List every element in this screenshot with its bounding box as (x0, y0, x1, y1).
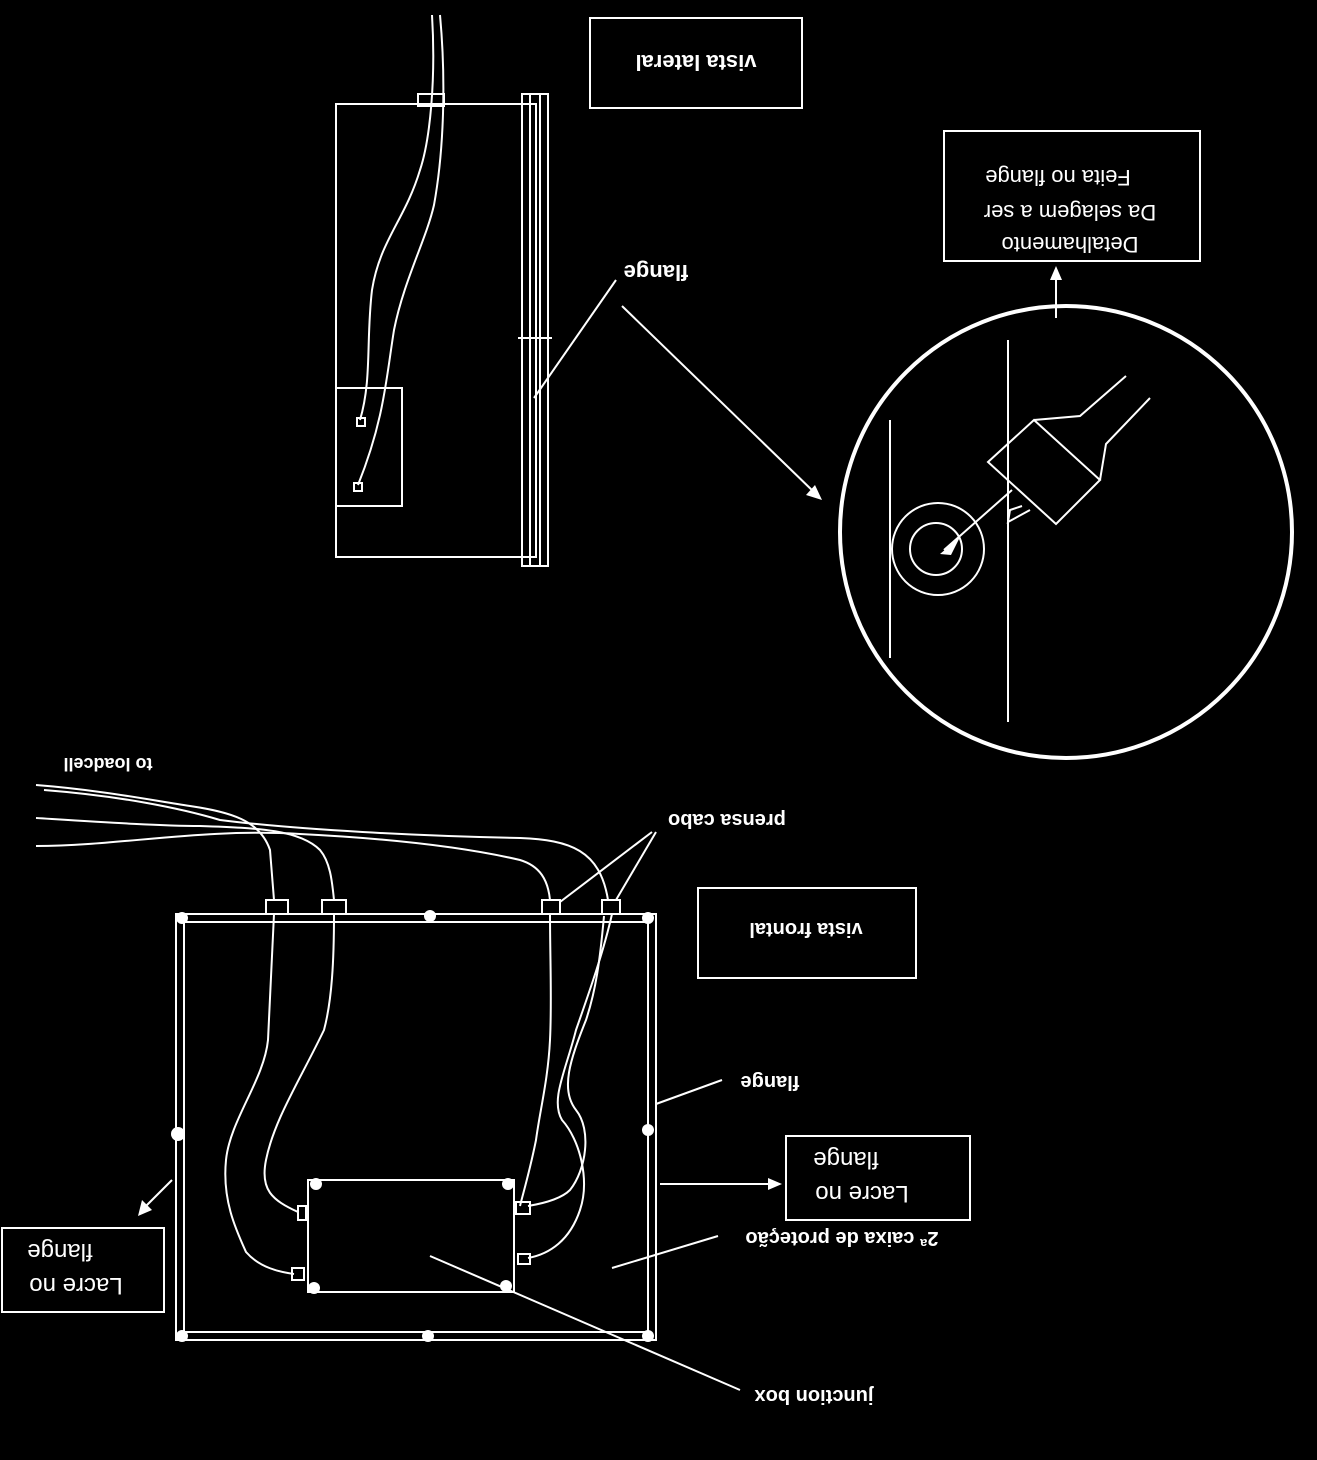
to-loadcell-label: to loadcell (63, 754, 152, 774)
side-flange (518, 93, 552, 567)
side-cable-2 (357, 14, 445, 486)
detail-arrowhead (806, 485, 822, 500)
flange-front-label: flange (741, 1071, 800, 1093)
detail-line-2: Da selagem a ser (984, 200, 1156, 225)
protection-box (171, 910, 657, 1342)
detail-seal-inner (909, 522, 963, 576)
vista-frontal-label: vista frontal (749, 918, 862, 940)
side-flange-leader (533, 279, 617, 399)
detail-circle (838, 304, 1294, 760)
vista-frontal-box: vista frontal (697, 887, 917, 979)
side-housing (335, 103, 537, 558)
caixa-protecao-label: 2ª caixa de proteção (745, 1227, 938, 1249)
caixa-protecao-leader (611, 1235, 719, 1269)
vista-lateral-box: vista lateral (589, 17, 803, 109)
lacre-right-arrowhead (768, 1178, 782, 1190)
junction-box (291, 1178, 531, 1294)
lacre-right-box: Lacre no flange (785, 1135, 971, 1221)
detail-seal-tool (940, 375, 1151, 555)
lacre-left-arrowhead (138, 1200, 152, 1216)
detail-seal-outer (891, 502, 985, 596)
prensa-cabo-leader-1 (559, 831, 653, 903)
prensa-cabo-label: prensa cabo (668, 809, 786, 831)
detail-box-arrowhead (1050, 266, 1062, 280)
internal-cables (224, 913, 613, 1275)
flange-top-label: flange (624, 260, 689, 285)
lacre-right-line-2: flange (813, 1146, 878, 1173)
lacre-left-line-2: flange (27, 1238, 92, 1265)
prensa-cabo-leader-2 (615, 831, 657, 901)
side-cable-1 (359, 14, 435, 421)
lacre-left-arrow (143, 1179, 173, 1209)
detail-arrow (621, 305, 817, 495)
side-junction-box (335, 387, 403, 507)
lacre-left-line-1: Lacre no (29, 1272, 122, 1299)
lacre-right-line-1: Lacre no (815, 1180, 908, 1207)
detail-line-3: Feita no flange (985, 165, 1131, 190)
detail-text-box: Detalhamento Da selagem a ser Feita no f… (943, 130, 1201, 262)
side-view (335, 14, 822, 567)
loadcell-cables (35, 784, 609, 901)
flange-front-leader (655, 1079, 723, 1105)
junction-box-label: junction box (755, 1385, 875, 1407)
vista-lateral-label: vista lateral (635, 50, 756, 75)
lacre-left-box: Lacre no flange (1, 1227, 165, 1313)
detail-line-1: Detalhamento (1002, 232, 1139, 257)
junction-box-leader (429, 1255, 741, 1391)
